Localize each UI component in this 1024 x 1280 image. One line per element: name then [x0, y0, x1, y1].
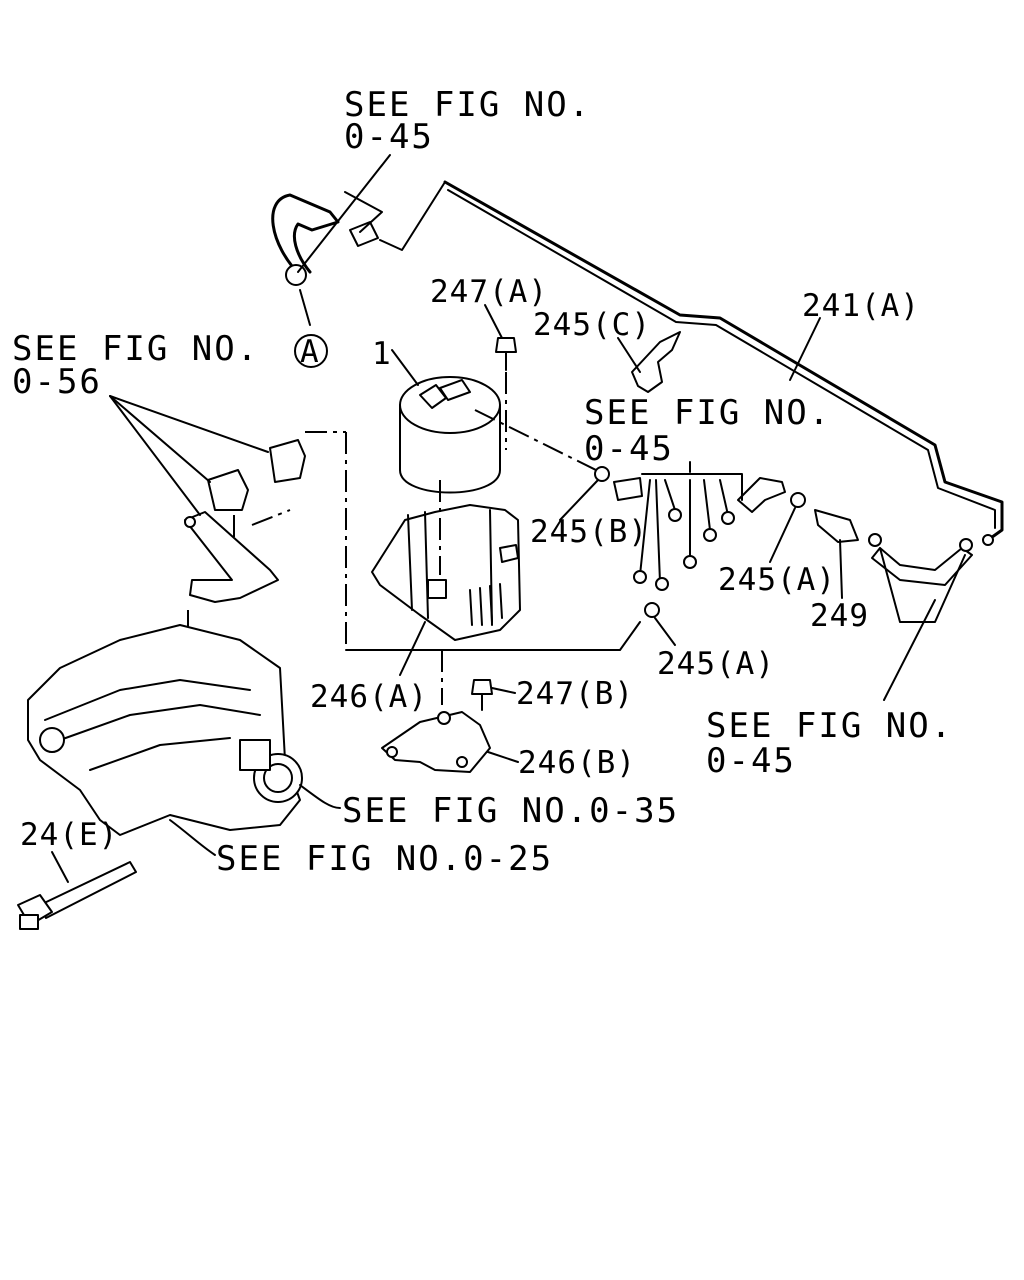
long-pipe-inner [447, 189, 996, 529]
pipe-end [982, 534, 994, 546]
part-leaders [297, 154, 966, 763]
clamp-245b [594, 466, 610, 482]
manifold-body [27, 624, 301, 836]
fittings-group [633, 473, 743, 591]
upper-hose-assembly [271, 181, 446, 286]
label-24e: 24(E) [20, 817, 118, 853]
see-fig-045-top-line1: SEE FIG NO. [344, 85, 591, 125]
see-fig-045-mid-line2: 0-45 [584, 429, 674, 469]
harness-strap [39, 861, 137, 919]
label-245a-upper: 245(A) [718, 562, 836, 598]
bracket-latch [427, 579, 447, 599]
bracket-hole [437, 711, 451, 725]
bracket-hole [456, 756, 468, 768]
clamp-245a-lower [644, 602, 660, 618]
label-1: 1 [372, 336, 392, 372]
harness-24e [17, 851, 137, 930]
throttle-bore [263, 763, 293, 793]
bracket-hole [184, 516, 196, 528]
short-hose [613, 477, 643, 501]
label-245c: 245(C) [533, 307, 651, 343]
bracket-fins [469, 583, 503, 626]
clamp [868, 533, 882, 547]
label-246b: 246(B) [518, 745, 636, 781]
leader-025 [169, 819, 216, 856]
hose-fitting [285, 264, 307, 286]
curved-hose-right [871, 547, 973, 586]
bolt-247b [471, 679, 493, 711]
canister [399, 376, 501, 494]
see-fig-045-right-line2: 0-45 [706, 741, 796, 781]
bolt-247a [495, 337, 517, 371]
leader-035 [299, 784, 341, 809]
pipe-bend [379, 181, 446, 251]
label-245a-lower: 245(A) [657, 646, 775, 682]
canister-nipple [439, 379, 471, 401]
see-fig-045-right-line1: SEE FIG NO. [706, 706, 953, 746]
clip-245c [631, 331, 681, 393]
solenoid-assembly [184, 439, 306, 603]
curved-hose [271, 193, 340, 277]
bracket-outline [344, 191, 383, 233]
hose-connector [349, 221, 379, 247]
canister-body [399, 404, 501, 494]
manifold-runners [44, 679, 261, 771]
valve-249 [814, 509, 859, 543]
bracket-hole [386, 746, 398, 758]
manifold-port [39, 727, 65, 753]
see-fig-025: SEE FIG NO.0-25 [216, 839, 553, 879]
leader-lines-056 [109, 395, 269, 516]
canister-bracket [371, 504, 521, 641]
solenoid-valve-2 [207, 469, 249, 511]
callout-circle-a [294, 334, 328, 368]
see-fig-045-top-line2: 0-45 [344, 117, 434, 157]
harness-connector [19, 914, 39, 930]
clamp [959, 538, 973, 552]
lower-bracket [381, 711, 491, 773]
label-246a: 246(A) [310, 679, 428, 715]
label-247a: 247(A) [430, 274, 548, 310]
hose-clamps [594, 466, 973, 586]
elbow-hose [737, 477, 786, 513]
label-241a: 241(A) [802, 288, 920, 324]
long-pipe [443, 180, 1004, 542]
solenoid-bracket [184, 511, 279, 603]
solenoid-valve-1 [269, 439, 306, 483]
clamp-245a-upper [790, 492, 806, 508]
throttle-sensor [239, 739, 271, 771]
bracket-shell [371, 504, 521, 641]
see-fig-045-mid-line1: SEE FIG NO. [584, 393, 831, 433]
intake-manifold [27, 624, 303, 836]
see-fig-035: SEE FIG NO.0-35 [342, 791, 679, 831]
label-245b: 245(B) [530, 514, 648, 550]
label-247b: 247(B) [516, 676, 634, 712]
bracket-clip [499, 544, 519, 563]
hose-path [345, 621, 641, 651]
callout-a-label: A [300, 334, 320, 370]
label-249: 249 [810, 598, 869, 634]
see-fig-056-line2: 0-56 [12, 362, 102, 402]
lower-bracket-plate [381, 711, 491, 773]
see-fig-056-line1: SEE FIG NO. [12, 329, 259, 369]
